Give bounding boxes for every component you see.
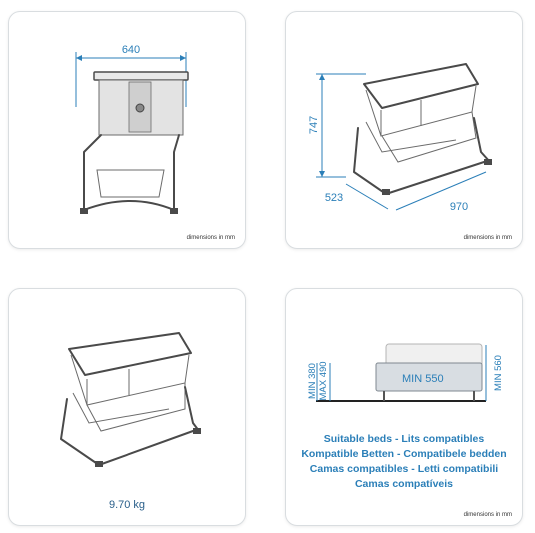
suitable-beds-line: Suitable beds - Lits compatibles bbox=[323, 433, 485, 445]
weight-product-drawing bbox=[60, 332, 201, 467]
front-view-panel: 640 dimensions in mm bbox=[8, 11, 246, 249]
product-weight: 9.70 kg bbox=[108, 499, 146, 511]
isometric-drawing: 747 523 970 bbox=[308, 63, 492, 213]
max-height-label: MAX 490 bbox=[318, 361, 329, 400]
length-dimension-label: 970 bbox=[450, 201, 468, 213]
footnote-dimensions: dimensions in mm bbox=[463, 512, 512, 518]
suitable-beds-panel: MIN 550 MIN 380 MAX 490 MIN 560 Suitable… bbox=[285, 288, 523, 526]
suitable-beds-text: Suitable beds - Lits compatibles Kompati… bbox=[286, 432, 522, 492]
min-height-label: MIN 380 bbox=[307, 363, 318, 399]
suitable-beds-line: Camas compatibles - Letti compatibili bbox=[309, 463, 499, 475]
footnote-dimensions: dimensions in mm bbox=[463, 235, 512, 241]
suitable-beds-line: Camas compatíveis bbox=[354, 478, 454, 490]
depth-dimension-label: 523 bbox=[325, 192, 343, 204]
mattress-min-label: MIN 550 bbox=[402, 373, 444, 385]
footnote-dimensions: dimensions in mm bbox=[186, 235, 235, 241]
height-dimension-label: 747 bbox=[308, 116, 320, 134]
isometric-dimensions-panel: 747 523 970 dimensions in mm bbox=[285, 11, 523, 249]
suitable-beds-line: Kompatible Betten - Compatibele bedden bbox=[301, 448, 507, 460]
front-view-drawing: 640 bbox=[75, 44, 189, 214]
right-height-label: MIN 560 bbox=[493, 355, 504, 391]
width-dimension-label: 640 bbox=[122, 44, 140, 56]
bed-height-diagram: MIN 550 MIN 380 MAX 490 MIN 560 bbox=[307, 343, 504, 402]
weight-panel: 9.70 kg bbox=[8, 288, 246, 526]
